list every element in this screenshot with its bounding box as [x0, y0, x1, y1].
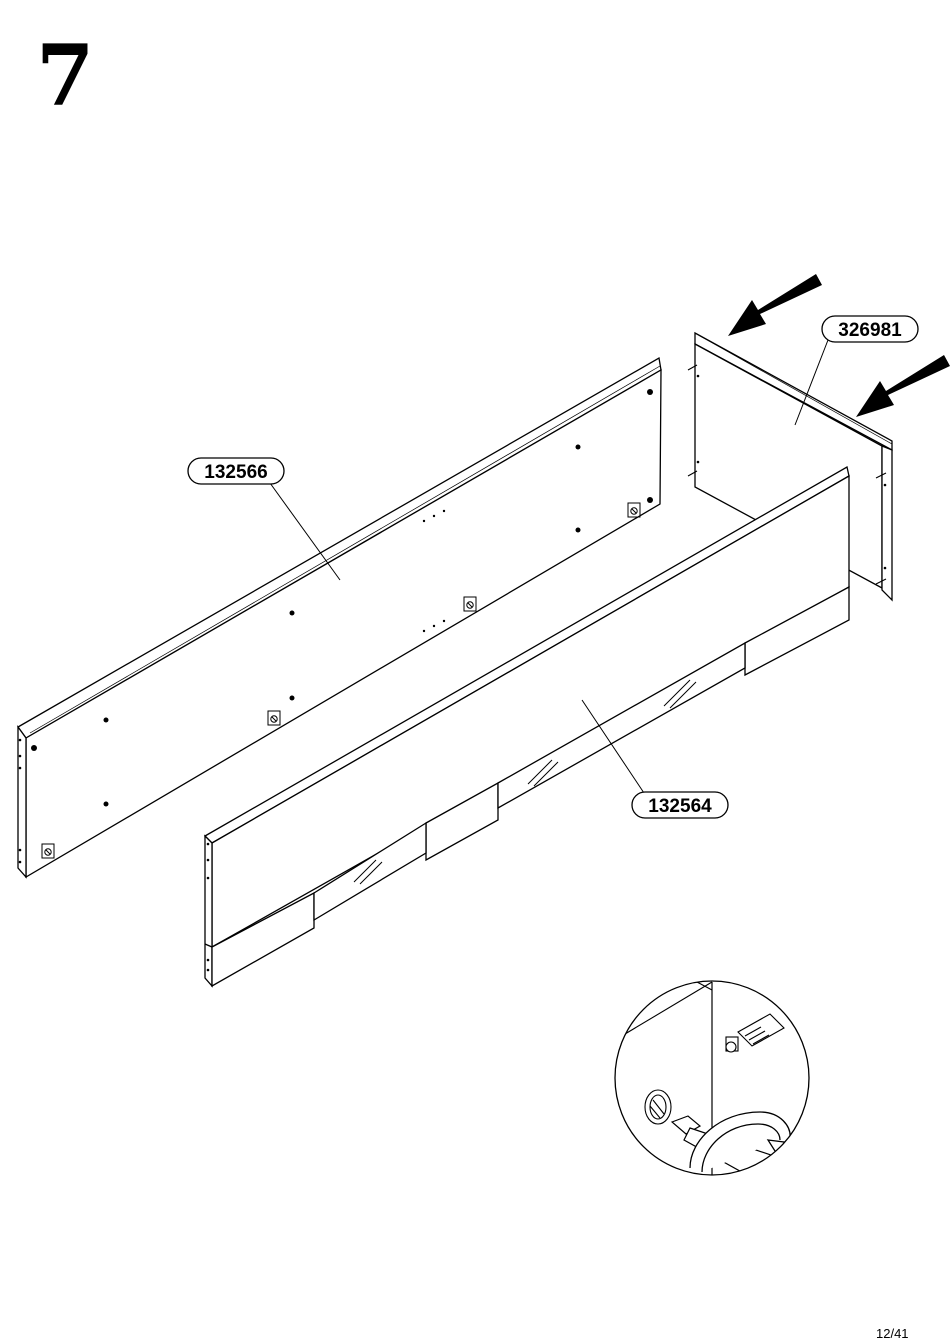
insert-arrow-lower — [856, 355, 950, 417]
detail-view — [615, 981, 822, 1216]
cam-lock-housing — [645, 1090, 671, 1124]
part-number-132566: 132566 — [204, 462, 267, 483]
insert-arrow-upper — [728, 274, 822, 336]
page-number: 12/41 — [876, 1326, 909, 1341]
part-number-132564: 132564 — [648, 796, 712, 817]
cam-bolt — [726, 1014, 784, 1052]
part-number-326981: 326981 — [838, 320, 902, 341]
